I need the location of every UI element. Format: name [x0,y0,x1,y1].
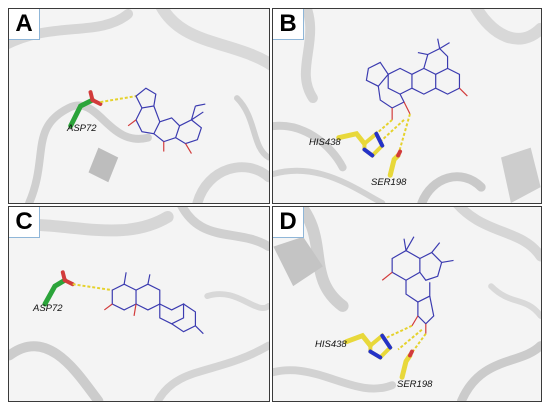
panel-b: B HIS438 SER198 [272,8,542,204]
his438-residue [344,332,393,360]
residue-label-ser198: SER198 [397,379,433,390]
residue-label-asp72: ASP72 [33,303,63,314]
panel-c: C ASP72 [8,206,270,402]
his438-residue [336,130,385,159]
panel-c-letter: C [9,207,40,238]
residue-label-his438: HIS438 [315,339,347,350]
protein-ribbons [273,9,541,203]
panel-b-scene [273,9,541,203]
panel-b-letter: B [273,9,304,40]
residue-label-ser198: SER198 [371,177,407,188]
ser198-residue [387,149,403,178]
asp72-residue [68,90,103,129]
ligand [104,272,204,335]
ligand [381,236,454,334]
ser198-residue [399,349,414,380]
hydrogen-bonds [375,113,411,156]
protein-ribbons [9,9,269,203]
residue-label-his438: HIS438 [309,137,341,148]
panel-d: D HIS438 SER198 [272,206,542,402]
panel-a-letter: A [9,9,40,40]
panel-a-scene [9,9,269,203]
asp72-residue [42,270,75,307]
ligand [127,87,206,154]
panel-d-letter: D [273,207,304,238]
hydrogen-bond [100,95,137,104]
panel-c-scene [9,207,269,401]
ligand [365,38,468,120]
panel-a: A ASP72 [8,8,270,204]
protein-ribbons [273,207,541,401]
residue-label-asp72: ASP72 [67,123,97,134]
hydrogen-bond [72,283,113,292]
panel-d-scene [273,207,541,401]
